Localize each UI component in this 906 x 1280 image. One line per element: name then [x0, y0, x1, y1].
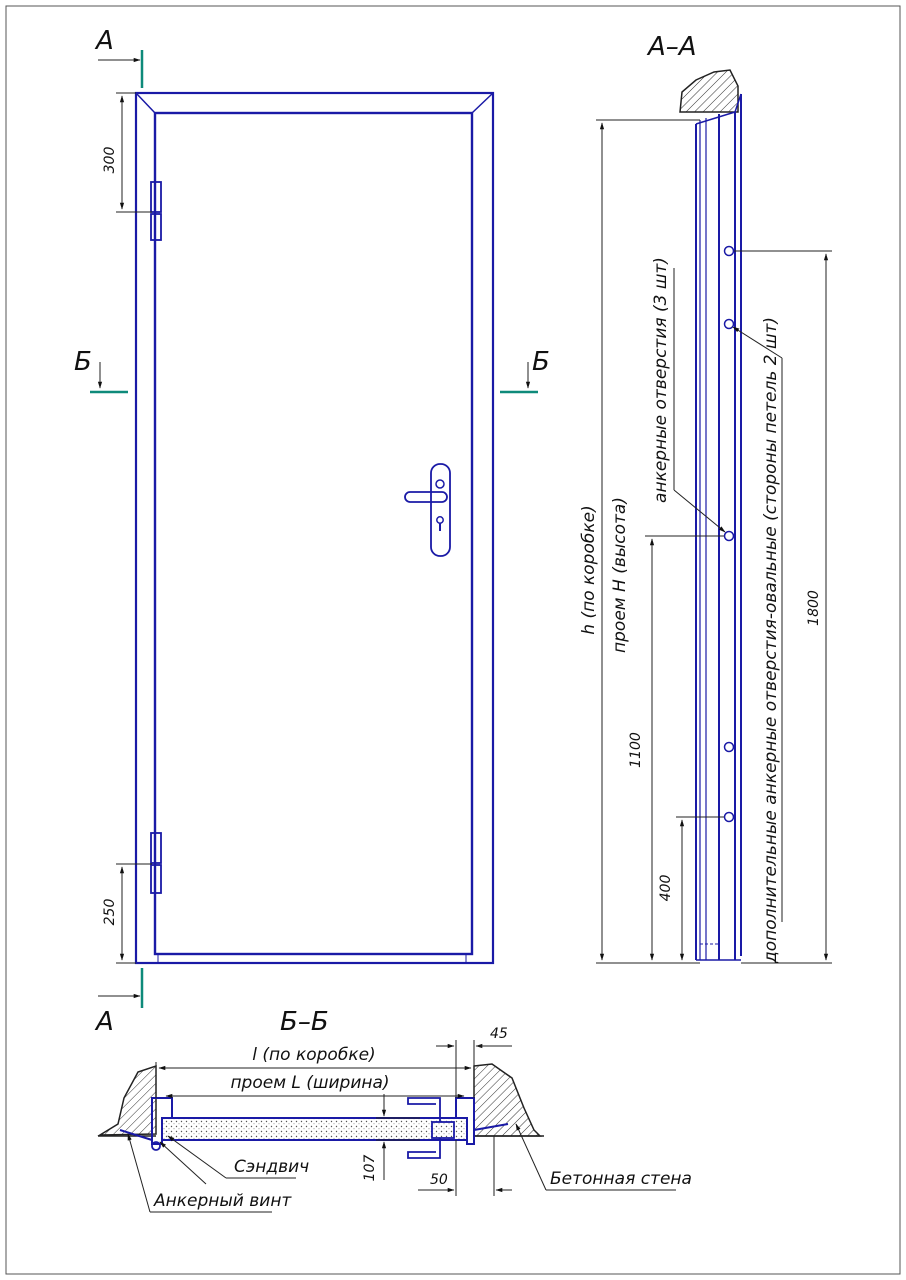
- door-leaf-sandwich: [161, 1117, 468, 1141]
- dimension-1800-label: 1800: [806, 590, 822, 626]
- dimension-45: 45: [436, 1026, 512, 1098]
- dimension-1100: 1100: [628, 535, 724, 961]
- dimension-107: 107: [362, 1094, 420, 1181]
- anchor-screw-right: [473, 1123, 509, 1131]
- handle-inner: [407, 1138, 441, 1159]
- door-frame-outer: [134, 91, 495, 965]
- section-b-left-label: Б: [74, 347, 92, 377]
- dimension-h-opening: проем H (высота): [610, 497, 630, 653]
- dimension-300-label: 300: [102, 147, 118, 174]
- door-leaf: [153, 111, 474, 956]
- anchor-hole-extra-2: [723, 741, 735, 753]
- l-opening-label: проем L (ширина): [230, 1073, 389, 1093]
- extra-holes-label: дополнительные анкерные отверстия-овальн…: [761, 317, 781, 964]
- callout-sandwich: Сэндвич: [167, 1135, 309, 1179]
- lock-body: [431, 1121, 455, 1139]
- concrete-wall-label: Бетонная стена: [550, 1169, 692, 1189]
- sandwich-label: Сэндвич: [234, 1157, 309, 1177]
- dimension-1800: 1800: [734, 250, 832, 964]
- section-mark-a-bottom: А: [94, 968, 144, 1037]
- section-bb-title: Б–Б: [280, 1007, 329, 1037]
- section-aa-title: А–А: [646, 32, 697, 62]
- section-bb-view: Б–Б: [97, 1007, 544, 1159]
- hinge-top-upper: [150, 181, 162, 213]
- dimension-250: 250: [102, 863, 152, 964]
- section-a-bottom-label: А: [94, 1007, 114, 1037]
- anchor-hole-3: [723, 811, 735, 823]
- wall-left-hatch: [97, 1064, 157, 1136]
- keyhole-icon: [436, 516, 444, 524]
- section-aa-view: А–А: [646, 32, 742, 961]
- section-mark-b-right: Б: [500, 347, 550, 394]
- wall-right-hatch: [473, 1063, 542, 1137]
- dimension-h-box: h (по коробке): [579, 119, 700, 964]
- dimension-300: 300: [102, 92, 152, 213]
- anchor-hole-1: [723, 318, 735, 330]
- section-mark-a-top: А: [94, 26, 144, 88]
- h-box-label: h (по коробке): [579, 505, 599, 634]
- callout-anchor-screw: Анкерный винт: [127, 1133, 292, 1213]
- dimension-107-label: 107: [362, 1155, 378, 1182]
- page-frame: [5, 5, 901, 1275]
- anchor-screw-label: Анкерный винт: [153, 1191, 292, 1211]
- dimension-l-opening: проем L (ширина): [165, 1073, 465, 1099]
- anchor-screw-left: [119, 1129, 153, 1141]
- handle-plate: [430, 463, 451, 557]
- handle-lever: [404, 491, 448, 503]
- dimension-50: 50: [418, 1136, 512, 1196]
- dimension-50-label: 50: [430, 1172, 448, 1188]
- anchor-hole-2: [723, 530, 735, 542]
- dimension-45-label: 45: [490, 1026, 508, 1042]
- dimension-400-label: 400: [658, 875, 674, 902]
- hinge-bottom-upper: [150, 832, 162, 864]
- wall-top-hatch: [679, 69, 739, 113]
- dimension-1100-label: 1100: [628, 732, 644, 768]
- dimension-250-label: 250: [102, 899, 118, 926]
- l-box-label: l (по коробке): [252, 1045, 375, 1065]
- h-opening-label: проем H (высота): [610, 497, 630, 653]
- callout-concrete-wall: Бетонная стена: [515, 1123, 692, 1191]
- anchor-hole-extra-1: [723, 245, 735, 257]
- hinge-bottom-lower: [150, 864, 162, 894]
- hinge-top-lower: [150, 213, 162, 241]
- door-front-view: [134, 91, 495, 965]
- section-b-right-label: Б: [532, 347, 550, 377]
- callout-extra-holes: дополнительные анкерные отверстия-овальн…: [732, 317, 783, 964]
- dimension-400: 400: [658, 816, 724, 961]
- section-mark-b-left: Б: [74, 347, 128, 394]
- section-a-top-label: А: [94, 26, 114, 56]
- anchor-holes-label: анкерные отверстия (3 шт): [651, 257, 671, 503]
- callout-anchor-holes: анкерные отверстия (3 шт): [651, 257, 726, 533]
